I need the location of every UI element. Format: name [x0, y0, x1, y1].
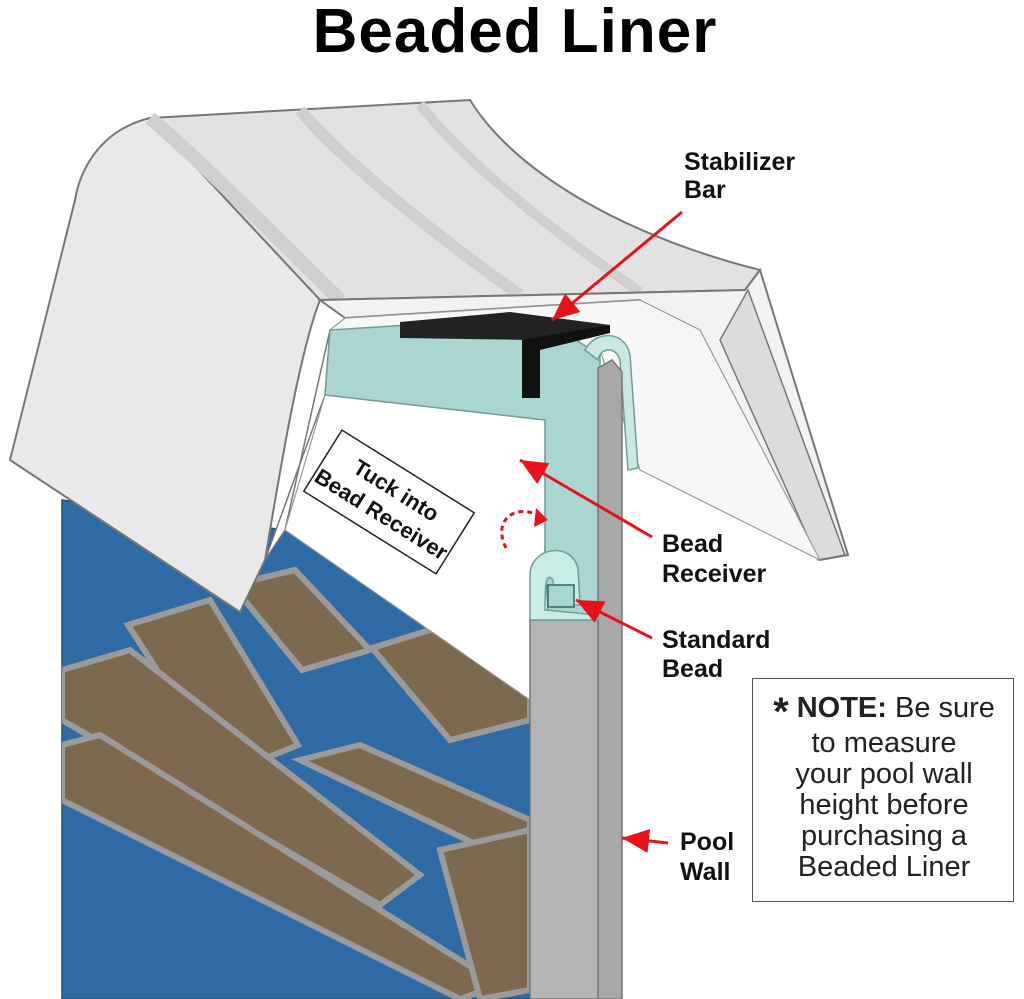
diagram-title: Beaded Liner: [313, 0, 718, 66]
standard-bead-label-2: Bead: [662, 655, 723, 683]
note-text: * NOTE: Be sure to measure your pool wal…: [753, 692, 1015, 883]
brick-pattern: [62, 566, 530, 999]
top-coping: [8, 98, 850, 614]
bead-slot: [547, 584, 575, 608]
pool-wall-part: [529, 359, 623, 999]
stabilizer-bar-label-1: Stabilizer: [684, 148, 795, 176]
pool-liner: [61, 499, 531, 999]
bead-receiver-arrow: [519, 458, 653, 539]
pool-wall-label-1: Pool: [680, 828, 734, 856]
stabilizer-bar-arrow: [551, 210, 683, 322]
pool-wall-arrow: [621, 828, 669, 853]
bead-receiver-label-1: Bead: [662, 530, 723, 558]
note-line-5: purchasing a: [800, 820, 968, 852]
pool-wall-label-2: Wall: [680, 858, 730, 886]
note-box: * NOTE: Be sure to measure your pool wal…: [752, 678, 1014, 902]
note-line-2: to measure: [811, 727, 957, 759]
standard-bead-label-1: Standard: [662, 626, 770, 654]
note-line-3: your pool wall: [795, 758, 973, 790]
tuck-arrowhead: [534, 508, 548, 527]
stabilizer-bar-label-2: Bar: [684, 176, 726, 204]
bead-receiver-label-2: Receiver: [662, 560, 767, 588]
note-line-4: height before: [799, 789, 969, 821]
note-heading: NOTE:: [796, 692, 887, 724]
note-line-6: Beaded Liner: [797, 851, 971, 883]
note-asterisk: *: [773, 690, 789, 734]
note-heading-line: * NOTE: Be sure: [753, 692, 1015, 732]
standard-bead-arrow: [575, 598, 653, 640]
note-line-1: Be sure: [894, 692, 995, 724]
